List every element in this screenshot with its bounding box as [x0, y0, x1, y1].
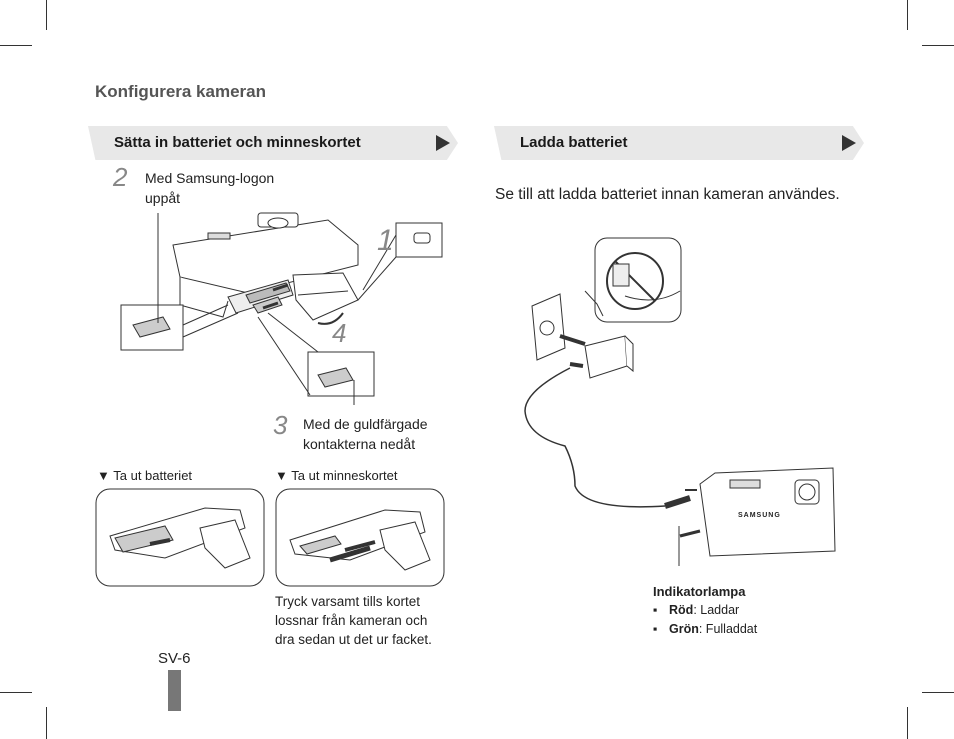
camera-brand: SAMSUNG — [738, 512, 781, 519]
crop-mark — [907, 707, 908, 739]
crop-mark — [46, 0, 47, 30]
triangle-down-icon: ▼ — [275, 468, 288, 483]
callout-number: 1 — [377, 224, 394, 257]
indicator-box: Indikatorlampa ▪Röd: Laddar ▪Grön: Fulla… — [653, 582, 757, 639]
remove-card-label: ▼ Ta ut minneskortet — [275, 468, 398, 483]
triangle-down-icon: ▼ — [97, 468, 110, 483]
crop-mark — [922, 45, 954, 46]
page-tab-marker — [168, 670, 181, 711]
step-number: 2 — [113, 162, 128, 192]
remove-battery-illustration — [95, 488, 265, 587]
page-title: Konfigurera kameran — [95, 82, 266, 101]
remove-battery-label: ▼ Ta ut batteriet — [97, 468, 193, 483]
crop-mark — [907, 0, 908, 30]
section-banner-charge: Ladda batteriet — [494, 126, 864, 160]
charging-illustration — [524, 237, 836, 566]
crop-mark — [922, 692, 954, 693]
arrow-right-icon — [842, 135, 856, 151]
crop-mark — [0, 45, 32, 46]
arrow-right-icon — [436, 135, 450, 151]
camera-insert-illustration — [120, 212, 443, 405]
step-text: Med Samsung-logon uppåt — [145, 170, 275, 206]
list-item: ▪Röd: Laddar — [653, 603, 740, 617]
crop-mark — [46, 707, 47, 739]
charge-intro: Se till att ladda batteriet innan kamera… — [495, 186, 840, 203]
step-text: Med de guldfärgade kontakterna nedåt — [303, 416, 428, 452]
banner-label: Ladda batteriet — [520, 134, 628, 151]
card-note: Tryck varsamt tills kortet lossnar från … — [275, 594, 432, 647]
section-banner-battery-card: Sätta in batteriet och minneskortet — [88, 126, 458, 160]
indicator-title: Indikatorlampa — [653, 584, 746, 599]
page-number: SV-6 — [158, 650, 191, 667]
step-number: 3 — [273, 410, 288, 440]
list-item: ▪Grön: Fulladdat — [653, 622, 758, 636]
callout-number: 4 — [332, 318, 347, 348]
remove-card-illustration — [275, 488, 445, 587]
banner-label: Sätta in batteriet och minneskortet — [114, 134, 361, 151]
crop-mark — [0, 692, 32, 693]
